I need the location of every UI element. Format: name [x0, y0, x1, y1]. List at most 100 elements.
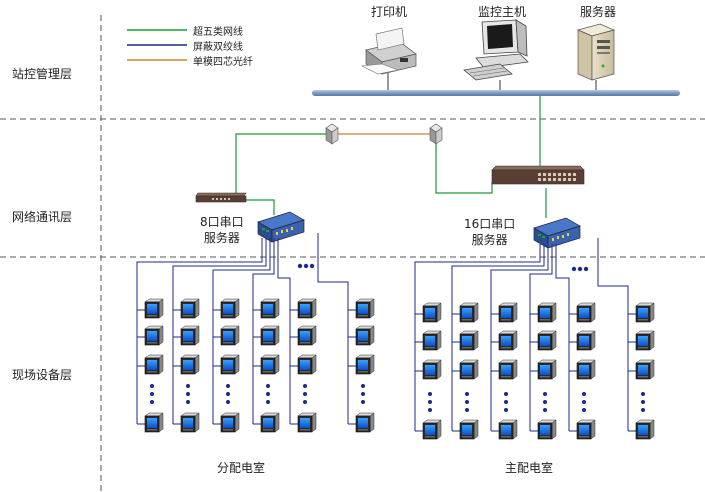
ellipsis-dot: [150, 384, 154, 388]
ellipsis-dot: [303, 384, 307, 388]
room-label-left: 分配电室: [217, 461, 266, 475]
serial-server-left-icon: [257, 211, 305, 243]
power-meter-icon: [422, 330, 442, 351]
serial-server-right-icon: [533, 217, 581, 249]
monitor-host-label: 监控主机: [478, 5, 527, 19]
power-meter-icon: [537, 330, 557, 351]
power-meter-icon: [576, 419, 596, 440]
power-meter-icon: [498, 330, 518, 351]
ellipsis-dot: [186, 392, 190, 396]
power-meter-icon: [537, 419, 557, 440]
power-meter-icon: [144, 354, 164, 375]
switch-right-icon: [491, 165, 585, 185]
ellipsis-dot: [582, 400, 586, 404]
ellipsis-dot: [428, 408, 432, 412]
power-meter-icon: [576, 302, 596, 323]
ellipsis-dot: [226, 392, 230, 396]
layer-label-field: 现场设备层: [12, 368, 73, 382]
power-meter-icon: [144, 325, 164, 346]
ellipsis-dot: [465, 392, 469, 396]
power-meter-icon: [297, 325, 317, 346]
serial-server-right-label: 16口串口 服务器: [464, 216, 515, 248]
legend-label-fiber: 单模四芯光纤: [193, 57, 253, 68]
ellipsis-dot: [303, 392, 307, 396]
ellipsis-dot: [582, 408, 586, 412]
power-meter-icon: [537, 302, 557, 323]
layer-label-network: 网络通讯层: [12, 210, 73, 224]
ellipsis-dot: [428, 400, 432, 404]
ellipsis-dot: [543, 392, 547, 396]
ellipsis-dot: [297, 263, 303, 269]
ellipsis-dot: [309, 263, 315, 269]
switch-left-icon: [195, 192, 247, 203]
ellipsis-dot: [571, 266, 577, 272]
power-meter-icon: [297, 354, 317, 375]
power-meter-icon: [537, 359, 557, 380]
power-meter-icon: [297, 298, 317, 319]
power-meter-icon: [576, 359, 596, 380]
power-meter-icon: [355, 298, 375, 319]
ellipsis-dot: [303, 263, 309, 269]
power-meter-icon: [422, 359, 442, 380]
serial-server-right-line1: 16口串口: [464, 217, 516, 231]
power-meter-icon: [260, 298, 280, 319]
ellipsis-dot: [543, 400, 547, 404]
field-meters: [144, 298, 655, 440]
shielded-pair-links: [136, 233, 636, 432]
ellipsis-dot: [641, 408, 645, 412]
power-meter-icon: [355, 325, 375, 346]
ellipsis-dot: [465, 400, 469, 404]
ellipsis-dot: [428, 392, 432, 396]
legend-swatches: [127, 29, 187, 61]
server-label: 服务器: [580, 5, 617, 19]
ellipsis-dot: [266, 392, 270, 396]
layer-dividers: [0, 118, 705, 258]
layer-label-station: 站控管理层: [12, 67, 73, 81]
power-meter-icon: [220, 354, 240, 375]
power-meter-icon: [498, 419, 518, 440]
power-meter-icon: [459, 359, 479, 380]
media-converter-left-icon: [325, 123, 339, 145]
ellipsis-dot: [641, 400, 645, 404]
power-meter-icon: [220, 325, 240, 346]
legend-label-cat5: 超五类网线: [193, 27, 243, 38]
serial-server-left-line2: 服务器: [203, 231, 240, 245]
power-meter-icon: [635, 330, 655, 351]
server-icon: [576, 23, 616, 90]
power-meter-icon: [459, 419, 479, 440]
power-meter-icon: [144, 298, 164, 319]
ellipsis-dot: [361, 384, 365, 388]
power-meter-icon: [635, 359, 655, 380]
power-meter-icon: [180, 412, 200, 433]
serial-server-left-line1: 8口串口: [200, 215, 244, 229]
power-meter-icon: [459, 302, 479, 323]
ellipsis-dot: [504, 408, 508, 412]
ellipsis-dot: [150, 392, 154, 396]
ellipsis-dot: [504, 400, 508, 404]
ellipsis-dot: [361, 392, 365, 396]
power-meter-icon: [459, 330, 479, 351]
ellipsis-dot: [577, 266, 583, 272]
computer-icon: [463, 19, 529, 90]
ellipsis-dot: [582, 392, 586, 396]
power-meter-icon: [260, 325, 280, 346]
power-meter-icon: [498, 359, 518, 380]
power-meter-icon: [635, 302, 655, 323]
power-meter-icon: [355, 412, 375, 433]
media-converter-right-icon: [429, 123, 443, 145]
power-meter-icon: [260, 412, 280, 433]
ellipsis-dots: [150, 263, 645, 412]
cat5-links: [235, 96, 547, 218]
ellipsis-dot: [583, 266, 589, 272]
power-meter-icon: [260, 354, 280, 375]
ellipsis-dot: [226, 400, 230, 404]
power-meter-icon: [355, 354, 375, 375]
power-meter-icon: [180, 325, 200, 346]
power-meter-icon: [144, 412, 164, 433]
power-meter-icon: [498, 302, 518, 323]
ellipsis-dot: [186, 384, 190, 388]
ellipsis-dot: [226, 384, 230, 388]
ellipsis-dot: [266, 400, 270, 404]
power-meter-icon: [220, 412, 240, 433]
